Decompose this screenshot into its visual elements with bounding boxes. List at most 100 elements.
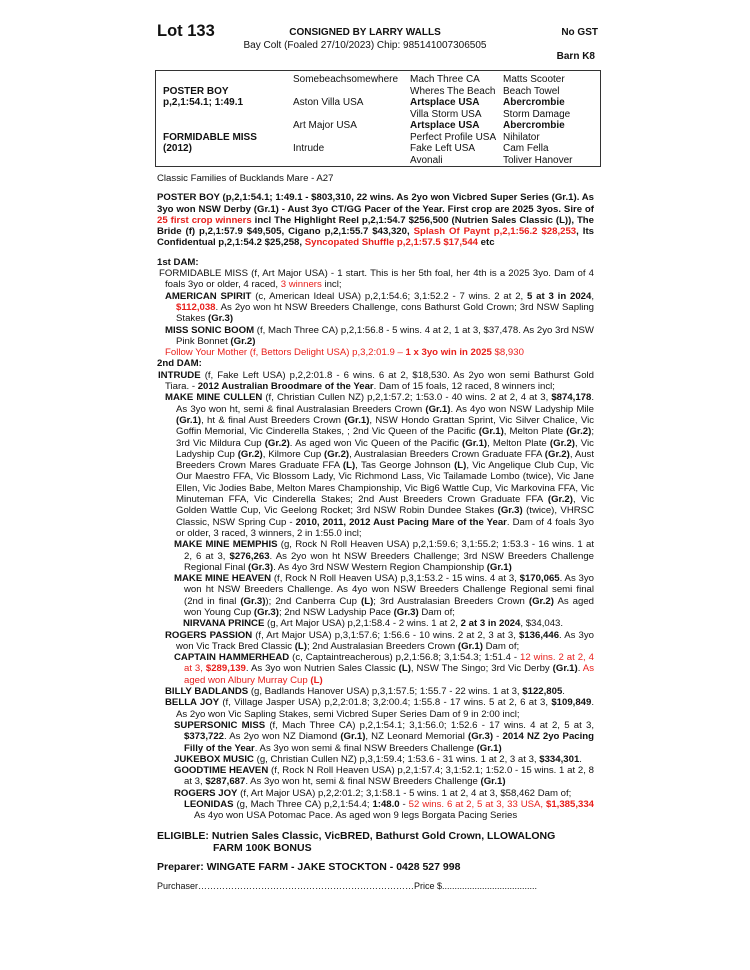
pedigree-entry: BILLY BADLANDS (g, Badlands Hanover USA)… [157,686,594,697]
eligibility: ELIGIBLE: Nutrien Sales Classic, VicBRED… [157,830,594,854]
text-run: (c, American Ideal USA) p,2,1:54.6; 3,1:… [251,290,528,302]
pedigree-cell: Intrude [293,143,325,154]
pedigree-entry: MAKE MINE CULLEN (f, Christian Cullen NZ… [157,392,594,539]
text-run: (g, Art Major USA) p,2,1:58.4 - 2 wins. … [264,618,461,630]
text-run: - [399,799,409,811]
text-run: 25 first crop winners [157,214,252,226]
pedigree-row: Avonali Toliver Hanover [163,155,572,167]
text-run: , NSW The Singo; 3rd Vic Derby [410,663,553,675]
pedigree-entry: NIRVANA PRINCE (g, Art Major USA) p,2,1:… [157,618,594,629]
text-run: - [493,731,503,743]
preparer: Preparer: WINGATE FARM - JAKE STOCKTON -… [157,860,461,873]
gst-status: No GST [561,27,598,38]
text-run: , NSW Hondo Grattan Sprint, Vic Silver C… [176,414,594,438]
text-run: (Gr.1) [480,776,506,788]
text-run: 2010, 2011, 2012 Aust Pacing Mare of the… [295,516,507,528]
pedigree-cell: Abercrombie [503,120,565,131]
text-run: , Vic Ladyship Cup [176,437,594,460]
eligibility-line: ELIGIBLE: Nutrien Sales Classic, VicBRED… [157,829,556,842]
text-run: , Kilmore Cup [262,448,325,460]
text-run: . As 2yo won NZ Diamond [224,731,341,743]
text-run: MISS SONIC BOOM [165,324,255,336]
text-run: (L) [310,674,323,686]
pedigree-cell: POSTER BOY [163,85,229,97]
text-run: (c, Captaintreacherous) p,2,1:56.8; 3,1:… [289,652,521,664]
text-run: $136,446 [519,629,560,641]
text-run: , Vic Golden Wattle Cup, Vic Geelong Roc… [176,494,594,517]
text-run: , Its Confidentual p,2,1:54.2 $25,258, [157,226,594,249]
text-run: CAPTAIN HAMMERHEAD [174,652,290,664]
text-run: . As 3yo won semi & final NSW Breeders C… [254,742,477,754]
second-dam-heading: 2nd DAM: [157,358,202,370]
text-run: Splash Of Paynt p,2,1:56.2 $28,253 [413,226,577,238]
text-run: (Gr.1) [478,426,504,438]
text-run: SUPERSONIC MISS [174,719,266,731]
text-run: . Dam of 15 foals, 12 raced, 8 winners i… [373,381,555,393]
first-dam-section: FORMIDABLE MISS (f, Art Major USA) - 1 s… [157,268,594,358]
first-dam-heading: 1st DAM: [157,256,199,268]
text-run: (Gr.3) [497,505,523,517]
pedigree-cell: Avonali [410,154,443,166]
text-run: 2012 Australian Broodmare of the Year [197,381,374,393]
text-run: Follow Your Mother (f, Bettors Delight U… [165,347,406,359]
pedigree-entry: Follow Your Mother (f, Bettors Delight U… [157,347,594,358]
text-run: (Gr.1) [457,640,483,652]
text-run: BILLY BADLANDS [165,686,249,698]
text-run: AMERICAN SPIRIT [165,290,252,302]
pedigree-cell [293,155,410,167]
text-run: (Gr.2) [230,335,256,347]
text-run: Dam of; [482,640,520,652]
pedigree-cell [163,109,293,121]
pedigree-cell: Storm Damage [503,108,571,120]
text-run: ; 2nd NSW Ladyship Pace [278,606,394,618]
pedigree-entry: ROGERS JOY (f, Art Major USA) p,2,2:01.2… [157,788,594,799]
pedigree-entry: CAPTAIN HAMMERHEAD (c, Captaintreacherou… [157,652,594,686]
pedigree-cell [163,74,293,86]
text-run: (f, Rock N Roll Heaven USA) p,3,1:53.2 -… [271,573,520,585]
pedigree-cell: Artsplace USA [410,120,480,131]
pedigree-cell: Villa Storm USA [410,108,482,120]
text-run: 12 wins. 2 at 2, 4 at 3, [184,652,594,675]
text-run: BELLA JOY [165,697,220,709]
pedigree-cell [163,155,293,167]
text-run: (Gr.1) [476,742,502,754]
text-run: (Gr.3) [240,595,266,607]
text-run: $109,849 [551,697,592,709]
pedigree-cell: Artsplace USA [410,97,480,108]
pedigree-cell: (2012) [163,143,192,154]
pedigree-cell: Matts Scooter [503,74,565,85]
text-run: ROGERS JOY [174,787,238,799]
text-run: $170,065 [519,573,560,585]
consignor: CONSIGNED BY LARRY WALLS [289,27,441,38]
pedigree-entry: ROGERS PASSION (f, Art Major USA) p,3,1:… [157,630,594,653]
text-run: (Gr.2) [528,595,554,607]
pedigree-cell: Beach Towel [503,85,560,97]
text-run: $1,385,334 [546,799,595,811]
text-run: (L) [398,663,411,675]
pedigree-cell: Toliver Hanover [503,154,573,166]
pedigree-cell: Abercrombie [503,97,565,108]
pedigree-cell: Somebeachsomewhere [293,74,399,85]
text-run: 1 x 3yo win in 2025 [405,347,492,359]
text-run: , ht & final Aust Breeders Crown [201,414,345,426]
text-run: . As 2yo won Vic Sapling Stakes, semi Vi… [176,697,595,720]
pedigree-cell: Aston Villa USA [293,97,364,108]
text-run: , Tas George Johnson [355,460,455,472]
text-run: (Gr.1) [552,663,578,675]
pedigree-entry: GOODTIME HEAVEN (f, Rock N Roll Heaven U… [157,765,594,788]
text-run: (Gr.1) [340,731,366,743]
pedigree-entry: LEONIDAS (g, Mach Three CA) p,2,1:54.4; … [157,799,594,822]
text-run: 5 at 3 in 2024 [527,290,592,302]
text-run: (Gr.2) [566,426,592,438]
pedigree-entry: BELLA JOY (f, Village Jasper USA) p,2,2:… [157,697,594,720]
text-run: $874,178 [551,392,592,404]
pedigree-cell: Fake Left USA [410,143,476,154]
text-run: . [562,686,565,698]
lot-number: Lot 133 [157,22,215,40]
text-run: (Gr.3) [253,606,279,618]
text-run: $287,687 [205,776,246,788]
